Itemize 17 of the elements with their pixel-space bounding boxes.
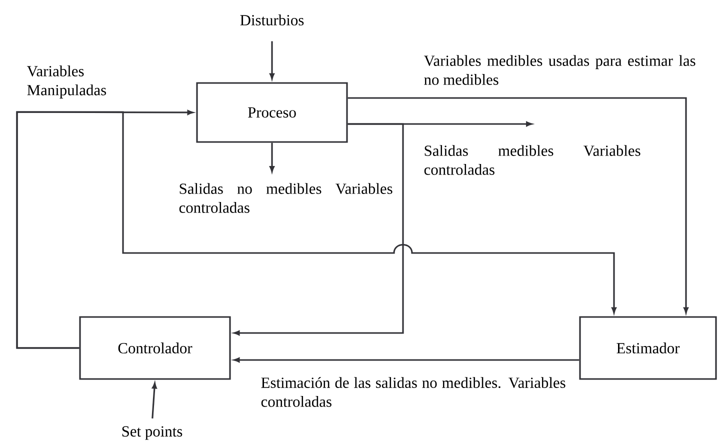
edge-label: Salidas no medibles Variables controladas xyxy=(179,183,392,213)
process-box: Estimador xyxy=(579,316,717,380)
arrow xyxy=(16,111,616,349)
edge-label: Estimación de las salidas no medibles. Variables controladas xyxy=(261,377,566,407)
edge-label: Variables Manipuladas xyxy=(26,66,106,98)
arrow xyxy=(234,123,404,336)
process-box: Proceso xyxy=(196,82,348,143)
arrow xyxy=(152,382,157,418)
node-text: Set points xyxy=(122,426,182,440)
edge-label: Salidas medibles Variables controladas xyxy=(424,145,640,175)
arrow xyxy=(348,97,688,314)
arrow xyxy=(234,358,580,362)
arrow xyxy=(270,142,274,172)
arrow xyxy=(270,41,274,80)
process-box: Controlador xyxy=(79,316,231,380)
edge-label: Variables medibles usadas para estimar las no medibles xyxy=(424,55,696,85)
node-text: Disturbios xyxy=(240,14,304,26)
